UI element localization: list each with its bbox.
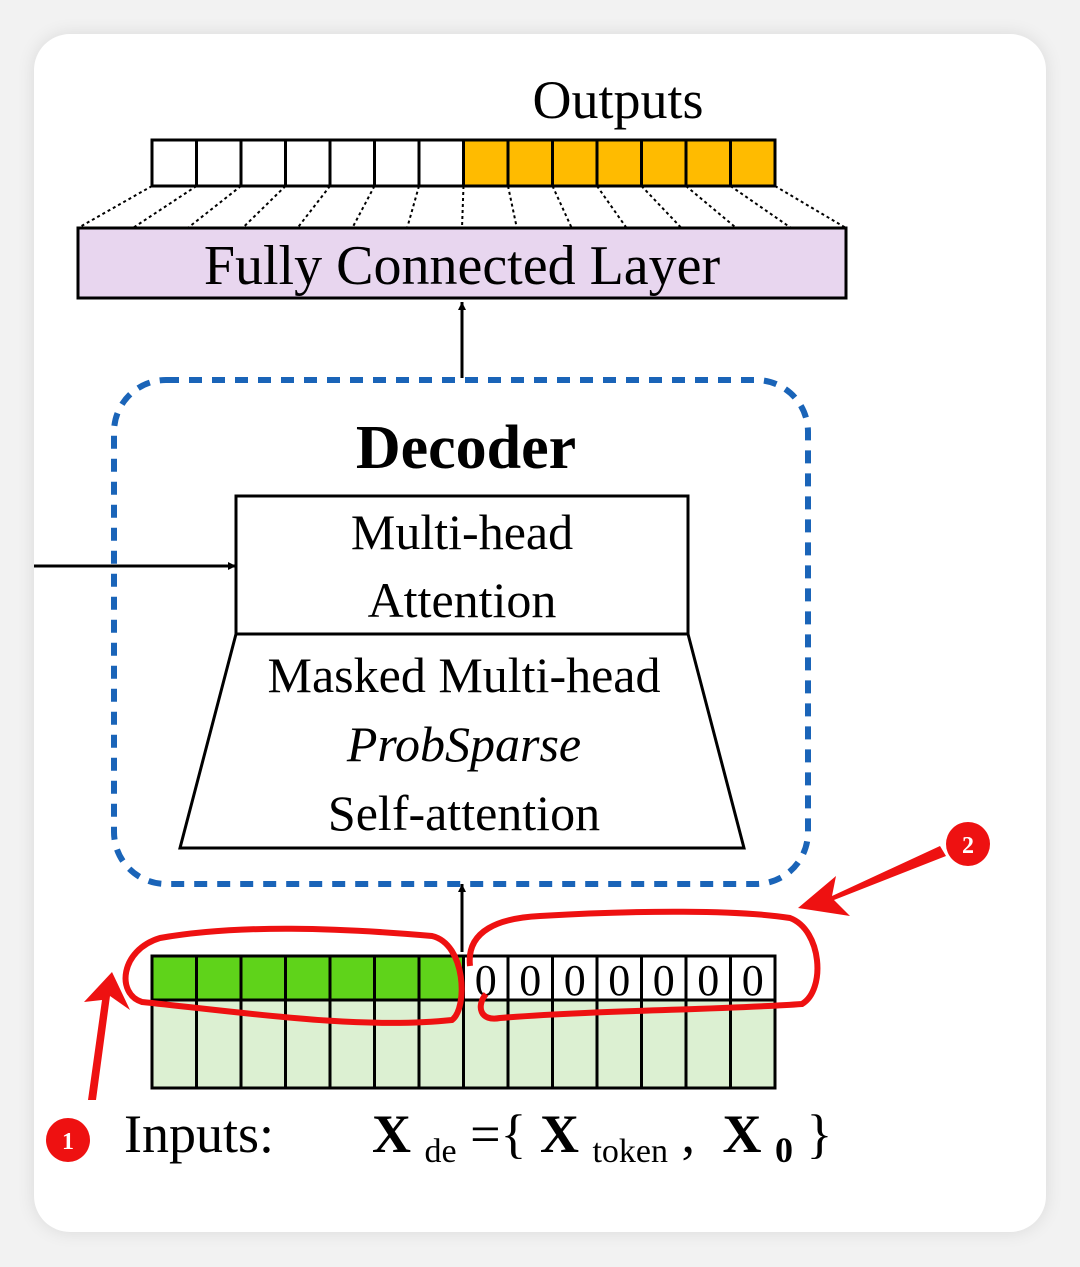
zero-placeholder-value: 0: [519, 956, 541, 1005]
masked-line2: ProbSparse: [346, 716, 581, 772]
formula-x-de: X: [372, 1104, 411, 1164]
zero-placeholder-value: 0: [608, 956, 630, 1005]
input-cell-token: [328, 954, 376, 1002]
connector-line: [77, 185, 153, 229]
decoder-title: Decoder: [356, 414, 576, 482]
inputs-formula: Inputs: X de ={ X token , X 0 }: [124, 1104, 832, 1174]
decoder-boundary: [111, 377, 811, 887]
masked-line3: Self-attention: [328, 785, 600, 841]
input-cell-token: [373, 954, 421, 1002]
embedding-cell: [328, 998, 376, 1090]
embedding-cell: [729, 998, 777, 1090]
embedding-cell: [284, 998, 332, 1090]
fully-connected-layer-box: [76, 226, 848, 300]
connector-line: [351, 185, 376, 229]
connector-line: [774, 185, 847, 229]
annotation-badge-1-number: 1: [62, 1129, 74, 1155]
output-cell-prediction: [684, 138, 732, 188]
multi-head-attention-block: [234, 494, 690, 636]
output-cell-prediction: [462, 138, 510, 188]
input-cell-token: [239, 954, 287, 1002]
formula-x-token: X: [540, 1104, 579, 1164]
annotation-circle-token-region: [122, 925, 465, 1026]
output-cell-empty: [417, 138, 465, 188]
embedding-cell: [195, 998, 243, 1090]
annotation-badge-1: [46, 1118, 90, 1162]
input-cell-token: [195, 954, 243, 1002]
output-cell-empty: [373, 138, 421, 188]
output-token-row: [150, 138, 777, 188]
formula-sub-de: de: [425, 1133, 457, 1170]
input-embedding-row: [150, 998, 777, 1090]
input-cell-token: [284, 954, 332, 1002]
output-cell-prediction: [595, 138, 643, 188]
zero-placeholder-value: 0: [653, 956, 675, 1005]
annotation-circle-zero-region: [466, 908, 821, 1022]
zero-placeholder-value: 0: [697, 956, 719, 1005]
connector-line: [685, 185, 737, 229]
output-cell-prediction: [729, 138, 777, 188]
connector-line: [729, 185, 792, 229]
formula-sub-token: token: [592, 1133, 668, 1170]
zero-placeholder-value: 0: [564, 956, 586, 1005]
inputs-prefix: Inputs:: [124, 1104, 274, 1164]
output-cell-empty: [284, 138, 332, 188]
masked-probsparse-block: [178, 632, 746, 850]
input-cell-token: [150, 954, 198, 1002]
formula-x-zero: X: [723, 1104, 762, 1164]
attention-line2: Attention: [368, 572, 557, 628]
formula-close-brace: }: [807, 1104, 833, 1164]
output-cell-empty: [328, 138, 376, 188]
formula-comma: ,: [682, 1104, 696, 1164]
embedding-cell: [373, 998, 421, 1090]
connector-lines: [77, 185, 847, 229]
zero-placeholder-value: 0: [742, 956, 764, 1005]
connector-line: [296, 185, 331, 229]
formula-equals-brace: ={: [470, 1104, 526, 1164]
connector-line: [132, 185, 198, 229]
connector-line: [187, 185, 242, 229]
masked-line1: Masked Multi-head: [268, 647, 661, 703]
annotation-arrow-1: [84, 972, 130, 1100]
connector-line: [596, 185, 628, 229]
formula-sub-zero: 0: [775, 1130, 793, 1170]
connector-line: [241, 185, 287, 229]
connector-line: [507, 185, 518, 229]
output-cell-prediction: [640, 138, 688, 188]
output-cell-prediction: [506, 138, 554, 188]
outputs-label: Outputs: [532, 70, 703, 130]
connector-line: [461, 185, 465, 229]
output-cell-empty: [150, 138, 198, 188]
connector-line: [551, 185, 573, 229]
embedding-cell: [150, 998, 198, 1090]
embedding-cell: [684, 998, 732, 1090]
annotation-arrow-2: [798, 846, 946, 916]
output-cell-empty: [195, 138, 243, 188]
output-cell-empty: [239, 138, 287, 188]
annotation-badge-2-number: 2: [962, 833, 974, 859]
attention-line1: Multi-head: [351, 504, 573, 560]
connector-line: [640, 185, 683, 229]
output-cell-prediction: [551, 138, 599, 188]
fully-connected-layer-label: Fully Connected Layer: [204, 235, 721, 297]
zero-placeholder-value: 0: [475, 956, 497, 1005]
connector-line: [406, 185, 420, 229]
annotation-badge-2: [946, 822, 990, 866]
